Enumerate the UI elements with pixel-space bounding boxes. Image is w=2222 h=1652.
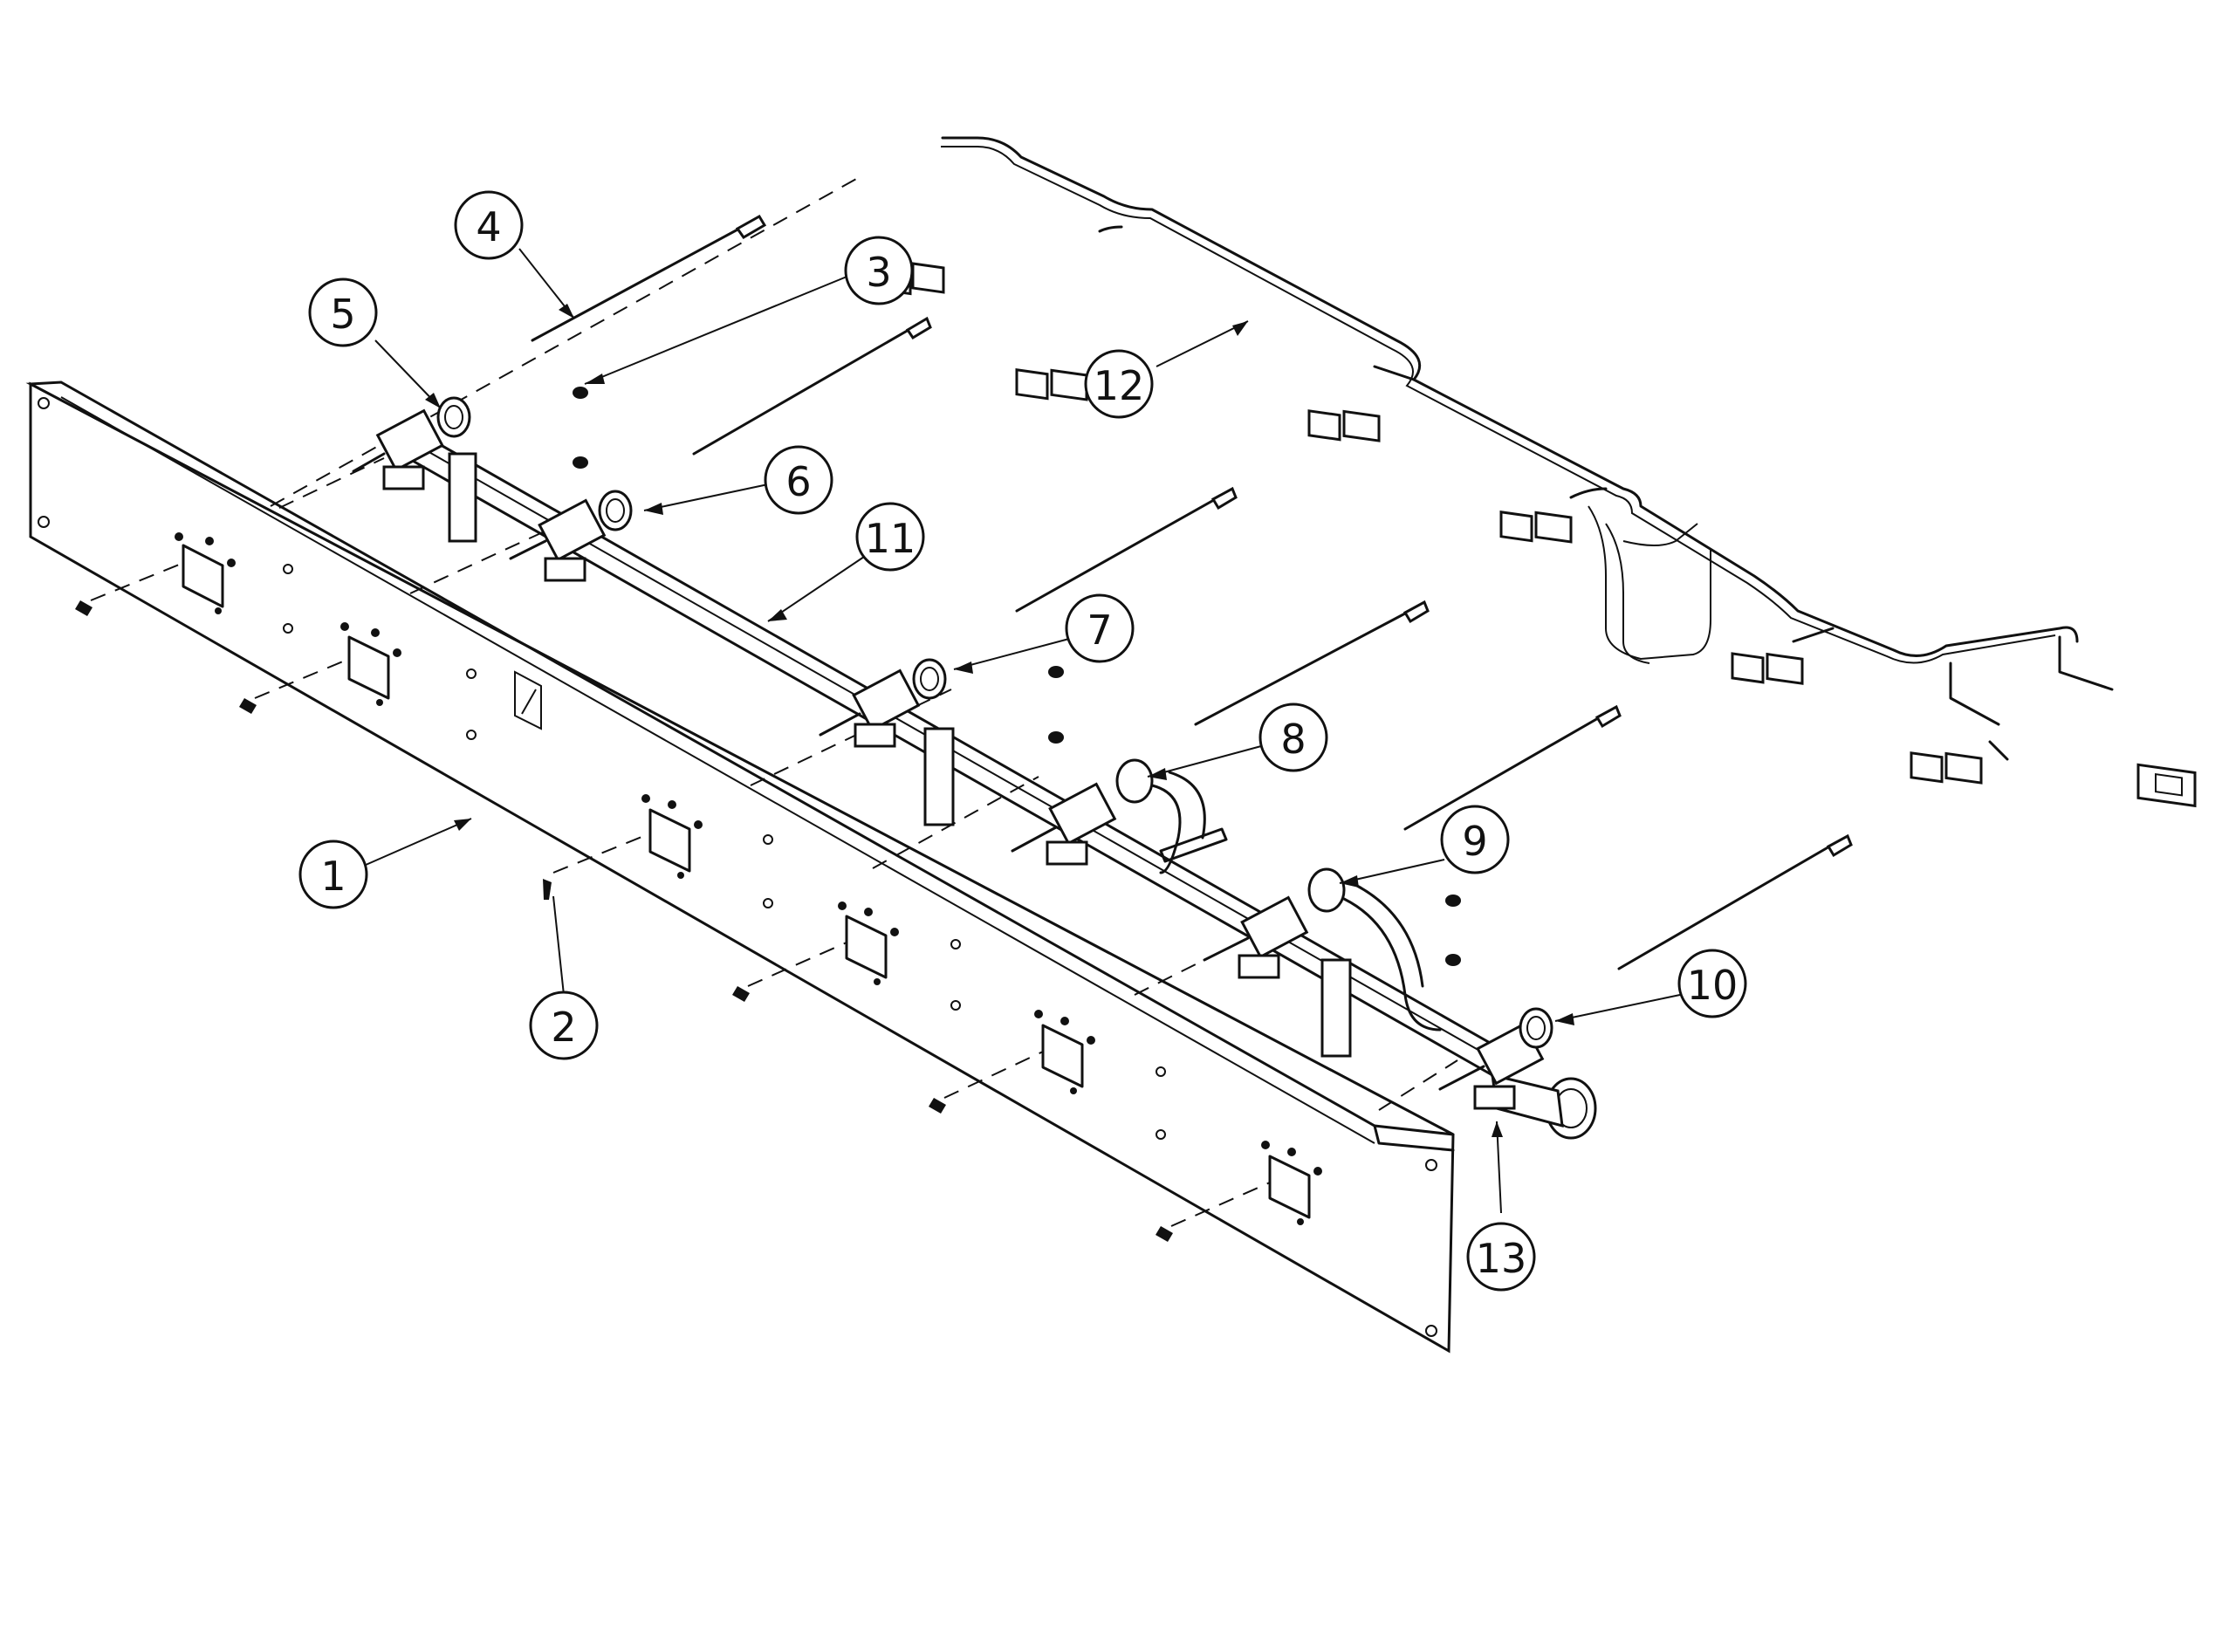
callout-6: 6	[764, 445, 833, 515]
valve-10	[1438, 1007, 1553, 1110]
callout-13-label: 13	[1476, 1235, 1527, 1282]
callout-11: 11	[855, 502, 925, 572]
panel-screws	[75, 562, 1271, 1242]
leader-lines	[357, 248, 1681, 1214]
valve-6	[509, 490, 633, 582]
callout-7: 7	[1065, 593, 1135, 663]
valve-7	[819, 658, 955, 826]
callout-12-label: 12	[1094, 362, 1145, 409]
callout-10: 10	[1677, 949, 1747, 1018]
panel-switch-openings	[175, 532, 1322, 1225]
callout-1-label: 1	[320, 853, 346, 900]
callout-12: 12	[1084, 349, 1154, 419]
callout-3-label: 3	[866, 249, 891, 296]
valve-assemblies	[352, 396, 1553, 1110]
callout-2-label: 2	[551, 1004, 576, 1051]
callout-3: 3	[844, 236, 914, 305]
wiring-harness	[878, 136, 2197, 808]
callout-7-label: 7	[1087, 607, 1112, 654]
valve-9	[1203, 867, 1442, 1058]
thermocouple-leads	[531, 214, 1853, 970]
callout-1: 1	[298, 840, 368, 909]
callout-9-label: 9	[1462, 818, 1487, 865]
callout-11-label: 11	[865, 515, 916, 562]
callout-9: 9	[1440, 805, 1510, 874]
callout-8: 8	[1258, 703, 1328, 772]
callout-2: 2	[529, 991, 599, 1060]
callout-13: 13	[1466, 1222, 1536, 1292]
lock-nuts	[573, 387, 1461, 966]
callout-6-label: 6	[785, 458, 811, 505]
valve-5	[352, 396, 477, 543]
front-panel	[25, 380, 1455, 1354]
callout-4: 4	[454, 190, 524, 260]
callout-8-label: 8	[1280, 716, 1306, 763]
valve-8	[1011, 758, 1228, 874]
callout-5: 5	[308, 278, 378, 347]
callout-5-label: 5	[330, 291, 355, 338]
callout-4-label: 4	[476, 203, 501, 250]
callout-10-label: 10	[1687, 962, 1739, 1009]
